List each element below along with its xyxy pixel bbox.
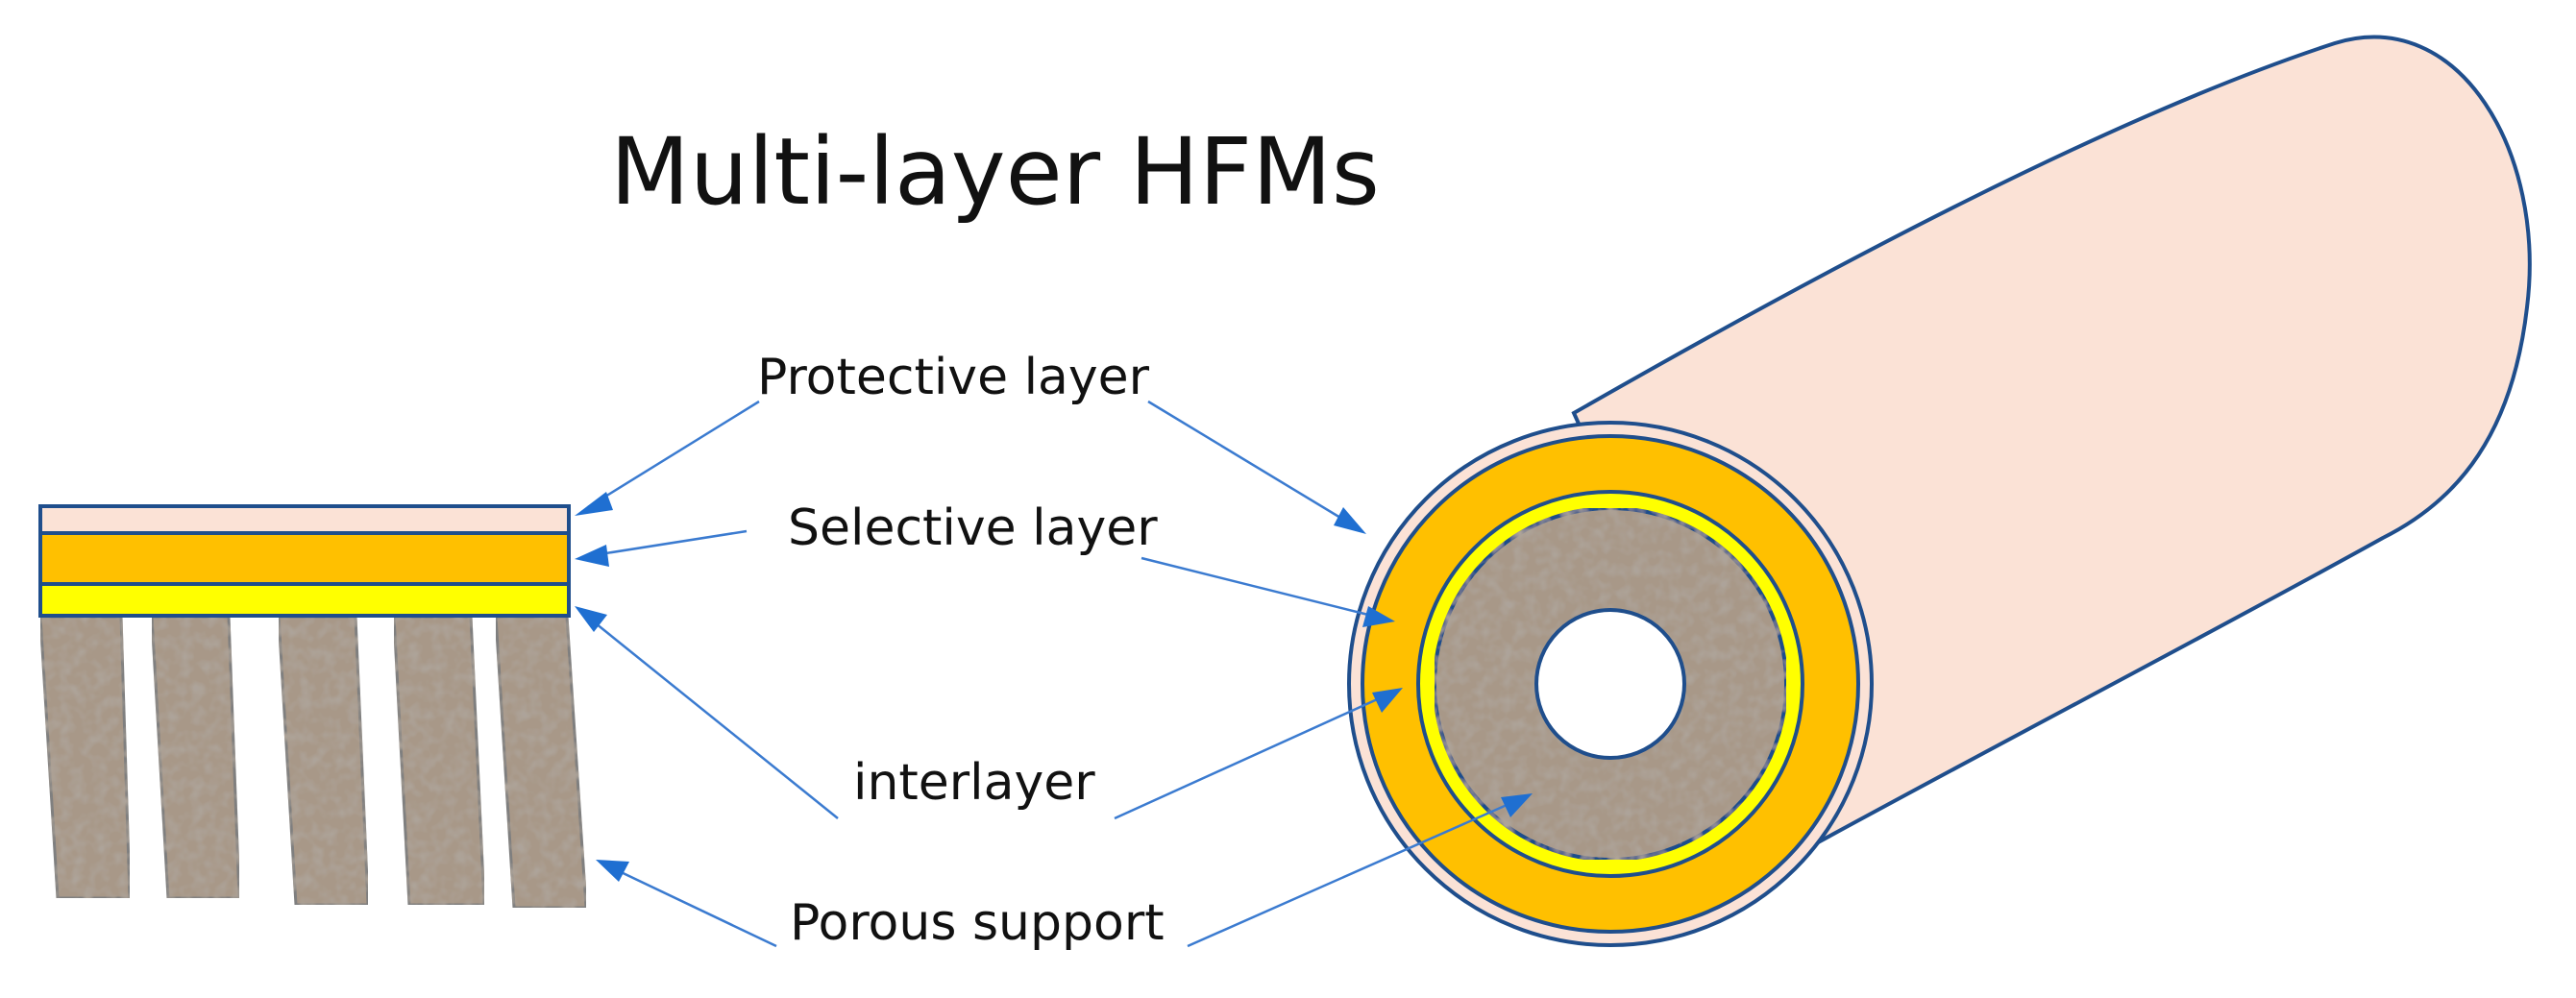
leader-interlayer-cylinder bbox=[1114, 694, 1385, 820]
label-porous-support: Porous support bbox=[790, 894, 1165, 952]
leader-selective-flat bbox=[593, 529, 748, 557]
porous-pillar bbox=[392, 615, 486, 907]
label-selective-layer: Selective layer bbox=[788, 499, 1158, 557]
leader-selective-cylinder bbox=[1141, 556, 1377, 619]
arrowhead-selective-flat bbox=[575, 545, 609, 567]
arrowhead-protective-flat bbox=[575, 492, 613, 516]
flat-protective-layer bbox=[38, 504, 571, 535]
porous-pillar bbox=[277, 615, 370, 907]
leader-interlayer-flat bbox=[590, 619, 839, 819]
arrowhead-interlayer-cylinder bbox=[1372, 688, 1403, 713]
leader-protective-cylinder bbox=[1147, 400, 1351, 525]
leader-porous-flat bbox=[614, 867, 777, 948]
fiber-lumen bbox=[1534, 608, 1686, 760]
label-interlayer: interlayer bbox=[853, 754, 1095, 812]
diagram-title: Multi-layer HFMs bbox=[610, 118, 1380, 226]
label-protective-layer: Protective layer bbox=[757, 349, 1150, 406]
arrowhead-interlayer-flat bbox=[575, 606, 607, 632]
porous-pillar bbox=[150, 615, 241, 900]
hollow-fiber-cylinder bbox=[1347, 35, 2532, 947]
arrowhead-selective-cylinder bbox=[1362, 606, 1395, 627]
leader-protective-flat bbox=[587, 400, 760, 509]
flat-membrane-cross-section bbox=[38, 504, 588, 910]
arrowhead-porous-flat bbox=[596, 860, 629, 882]
flat-interlayer bbox=[38, 582, 571, 618]
leader-lines bbox=[575, 400, 1533, 948]
porous-support-pillars bbox=[38, 615, 588, 910]
arrowhead-protective-cylinder bbox=[1334, 507, 1366, 534]
porous-pillar bbox=[494, 615, 588, 910]
leader-porous-cylinder bbox=[1187, 800, 1514, 948]
porous-pillar bbox=[38, 615, 132, 900]
flat-selective-layer bbox=[38, 531, 571, 586]
arrowhead-porous-cylinder bbox=[1501, 793, 1533, 817]
